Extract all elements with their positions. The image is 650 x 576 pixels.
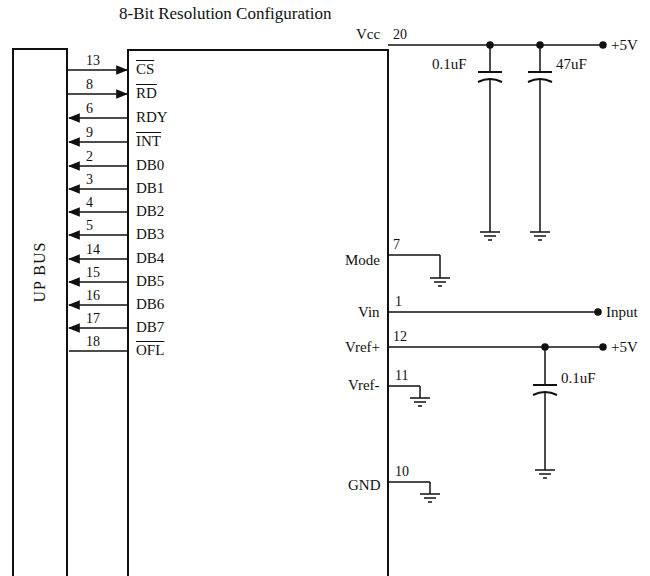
cs-line — [68, 69, 127, 71]
pin-name: CS — [136, 61, 154, 77]
pin-number: 9 — [86, 125, 93, 141]
pin-number: 14 — [86, 242, 100, 258]
pin-number: 20 — [393, 27, 407, 43]
pin-name: DB1 — [136, 180, 164, 196]
pin-name: DB6 — [136, 296, 164, 312]
pin-number: 1 — [395, 294, 402, 310]
pin-name: DB4 — [136, 250, 164, 266]
pin-number: 15 — [86, 265, 100, 281]
pin-number: 8 — [86, 77, 93, 93]
pin-name: INT — [136, 133, 161, 149]
pin-name: DB0 — [136, 157, 164, 173]
component-value: +5V — [611, 339, 638, 355]
pin-number: 3 — [86, 172, 93, 188]
pin-name: OFL — [136, 342, 164, 358]
pin-name: RD — [136, 85, 157, 101]
pin-number: 16 — [86, 288, 100, 304]
vcc-wire — [388, 44, 600, 46]
pin-number: 7 — [393, 237, 400, 253]
pin-number: 17 — [86, 311, 100, 327]
component-value: 0.1uF — [432, 56, 467, 72]
pin-name: DB5 — [136, 273, 164, 289]
rd-line — [68, 93, 127, 95]
pin-number: 4 — [86, 195, 93, 211]
pin-name: DB2 — [136, 203, 164, 219]
pin-name: RDY — [136, 109, 168, 125]
component-value: Input — [606, 304, 638, 320]
pin-name: Vcc — [356, 26, 380, 42]
pin-name: Vref+ — [345, 339, 380, 355]
component-value: +5V — [611, 37, 638, 53]
bus-box: UP BUS — [12, 48, 68, 576]
diagram-title: 8-Bit Resolution Configuration — [119, 6, 332, 22]
adc-chip-body — [128, 50, 388, 576]
pin-number: 11 — [395, 368, 408, 384]
pin-number: 2 — [86, 149, 93, 165]
pin-number: 6 — [86, 101, 93, 117]
pin-number: 18 — [86, 334, 100, 350]
component-value: 47uF — [556, 56, 587, 72]
pin-number: 5 — [86, 218, 93, 234]
pin-name: Vref- — [348, 377, 380, 393]
pin-number: 12 — [393, 329, 407, 345]
pin-name: GND — [348, 477, 381, 493]
pin-name: Vin — [358, 304, 380, 320]
pin-name: DB3 — [136, 226, 164, 242]
pin-name: DB7 — [136, 319, 164, 335]
pin-number: 10 — [395, 464, 409, 480]
component-value: 0.1uF — [561, 370, 596, 386]
pin-number: 13 — [86, 53, 100, 69]
pin-name: Mode — [345, 252, 380, 268]
bus-label: UP BUS — [31, 242, 49, 303]
